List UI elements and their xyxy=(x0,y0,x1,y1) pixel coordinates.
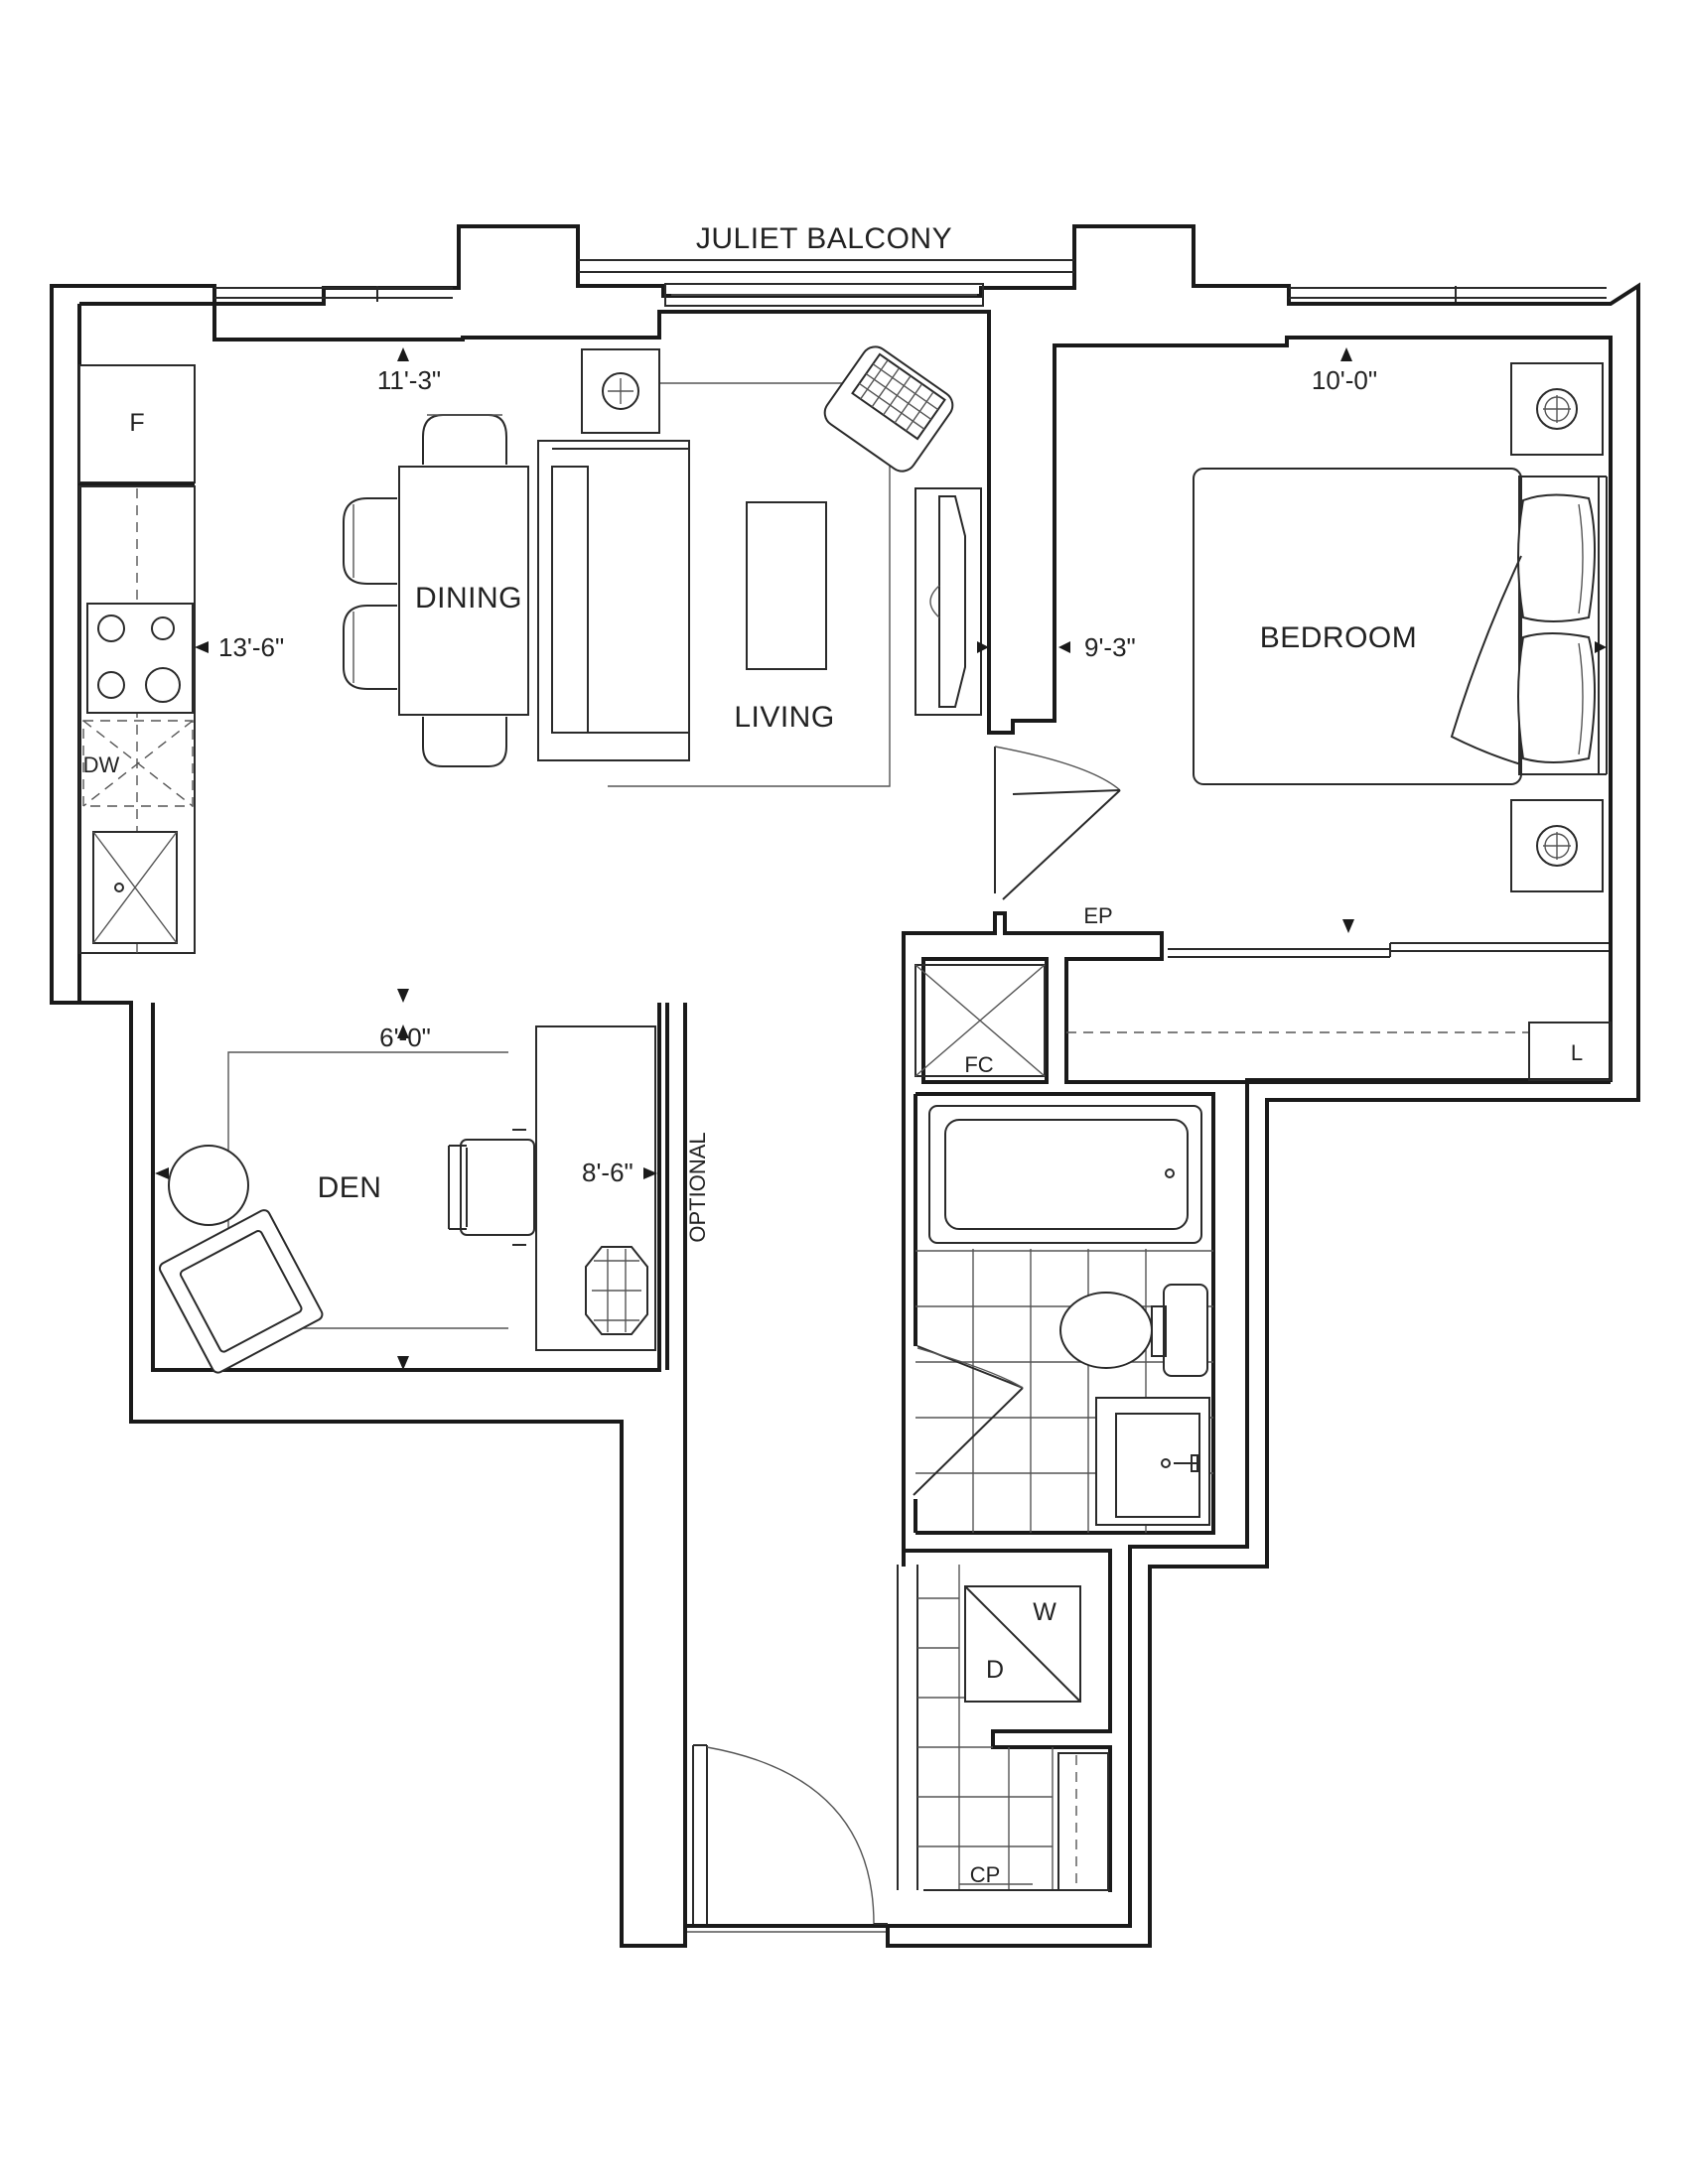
fridge xyxy=(78,364,196,483)
dimension-living-depth: 13'-6" xyxy=(218,632,284,662)
bathtub xyxy=(928,1105,1202,1244)
room-label-den: DEN xyxy=(318,1171,382,1204)
room-label-dining: DINING xyxy=(415,582,522,614)
bathroom xyxy=(913,1092,1215,1535)
dimension-den-width: 6'-0" xyxy=(379,1023,431,1052)
optional-note: OPTIONAL xyxy=(685,1132,710,1242)
living-rug xyxy=(608,382,891,787)
dimension-den-depth: 8'-6" xyxy=(582,1158,633,1187)
tv xyxy=(938,495,966,708)
armchair xyxy=(823,345,954,473)
coat-pantry xyxy=(1057,1752,1109,1891)
desk-chair xyxy=(448,1129,535,1246)
wastebasket xyxy=(585,1246,648,1335)
front-closet xyxy=(914,964,1046,1077)
dishwasher xyxy=(82,720,194,807)
pillow-bottom xyxy=(1517,632,1596,763)
balcony-label: JULIET BALCONY xyxy=(696,222,952,255)
toilet xyxy=(1059,1284,1208,1377)
washer-label: W xyxy=(1033,1598,1056,1626)
dishwasher-label: DW xyxy=(83,752,120,777)
bedroom-furniture xyxy=(1193,362,1608,892)
living-furniture xyxy=(537,345,982,787)
exterior-walls xyxy=(50,224,1640,1948)
bed xyxy=(1193,468,1522,785)
closet-walls xyxy=(902,911,1612,1567)
room-label-bedroom: BEDROOM xyxy=(1260,621,1418,654)
room-label-living: LIVING xyxy=(734,701,834,734)
bedroom-door xyxy=(994,746,1121,900)
laundry-area xyxy=(897,1549,1112,1892)
dimension-living-width: 11'-3" xyxy=(377,365,441,395)
linen-closet xyxy=(1528,1022,1612,1081)
den-lounge-chair xyxy=(158,1209,324,1374)
entry-door xyxy=(687,1744,888,1933)
dimension-bedroom-depth: 9'-3" xyxy=(1084,632,1136,662)
dining-table xyxy=(398,466,529,716)
dining-set xyxy=(343,414,529,767)
front-closet-label: FC xyxy=(964,1052,993,1077)
pillow-top xyxy=(1517,493,1596,622)
linen-label: L xyxy=(1571,1040,1583,1065)
coffee-table xyxy=(746,501,827,670)
den xyxy=(151,1003,669,1374)
media-console xyxy=(914,487,982,716)
dryer-label: D xyxy=(986,1656,1004,1684)
dimension-bedroom-width: 10'-0" xyxy=(1312,365,1377,395)
coat-pantry-label: CP xyxy=(970,1862,1001,1887)
electrical-panel-label: EP xyxy=(1083,903,1112,928)
fridge-label: F xyxy=(129,409,144,437)
kitchen xyxy=(78,364,196,954)
sofa xyxy=(537,440,690,761)
cooktop xyxy=(86,603,194,714)
den-side-table xyxy=(168,1145,249,1226)
